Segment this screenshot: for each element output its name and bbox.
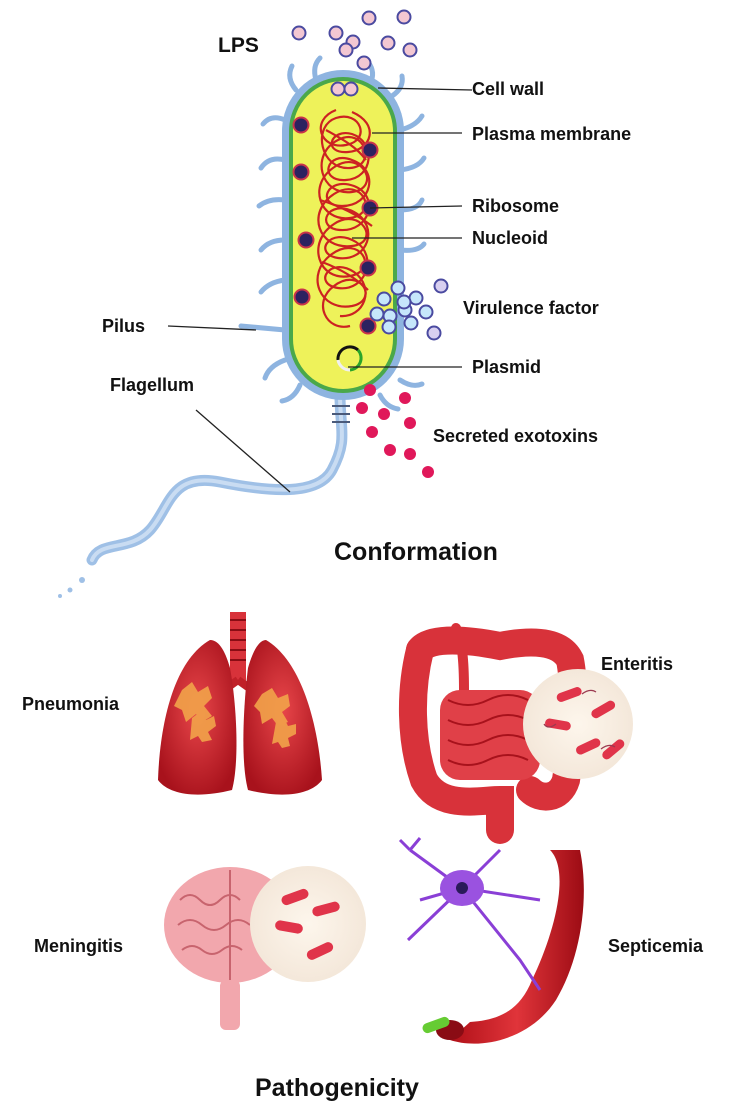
conformation-title: Conformation xyxy=(334,538,498,566)
lungs-illustration xyxy=(158,612,322,795)
brain-illustration xyxy=(164,866,366,1030)
ribosome xyxy=(295,290,310,305)
secreted-exotoxins-dots xyxy=(356,384,434,478)
label-pneumonia: Pneumonia xyxy=(22,694,120,714)
ribosome xyxy=(361,261,376,276)
label-plasmid: Plasmid xyxy=(472,357,541,377)
bacterium xyxy=(58,11,448,599)
ribosome xyxy=(294,118,309,133)
label-septicemia: Septicemia xyxy=(608,936,704,956)
label-meningitis: Meningitis xyxy=(34,936,123,956)
label-cell-wall: Cell wall xyxy=(472,79,544,99)
pathogenicity-title: Pathogenicity xyxy=(255,1074,419,1102)
ribosome xyxy=(363,143,378,158)
label-flagellum: Flagellum xyxy=(110,375,194,395)
ribosome xyxy=(299,233,314,248)
flagellum-tip-dot xyxy=(79,577,85,583)
label-lps: LPS xyxy=(218,34,259,57)
flagellum-tip-dot xyxy=(68,588,73,593)
label-pilus: Pilus xyxy=(102,316,145,336)
label-ribosome: Ribosome xyxy=(472,196,559,216)
intestine-illustration xyxy=(413,628,633,830)
label-secreted-exotoxins: Secreted exotoxins xyxy=(433,426,598,446)
label-enteritis: Enteritis xyxy=(601,654,673,674)
septicemia-illustration xyxy=(400,838,584,1044)
label-virulence-factor: Virulence factor xyxy=(463,298,599,318)
flagellum xyxy=(92,395,342,560)
ribosome xyxy=(294,165,309,180)
label-plasma-membrane: Plasma membrane xyxy=(472,124,631,144)
ribosome xyxy=(361,319,376,334)
flagellum-tip-dot xyxy=(58,594,62,598)
label-nucleoid: Nucleoid xyxy=(472,228,548,248)
